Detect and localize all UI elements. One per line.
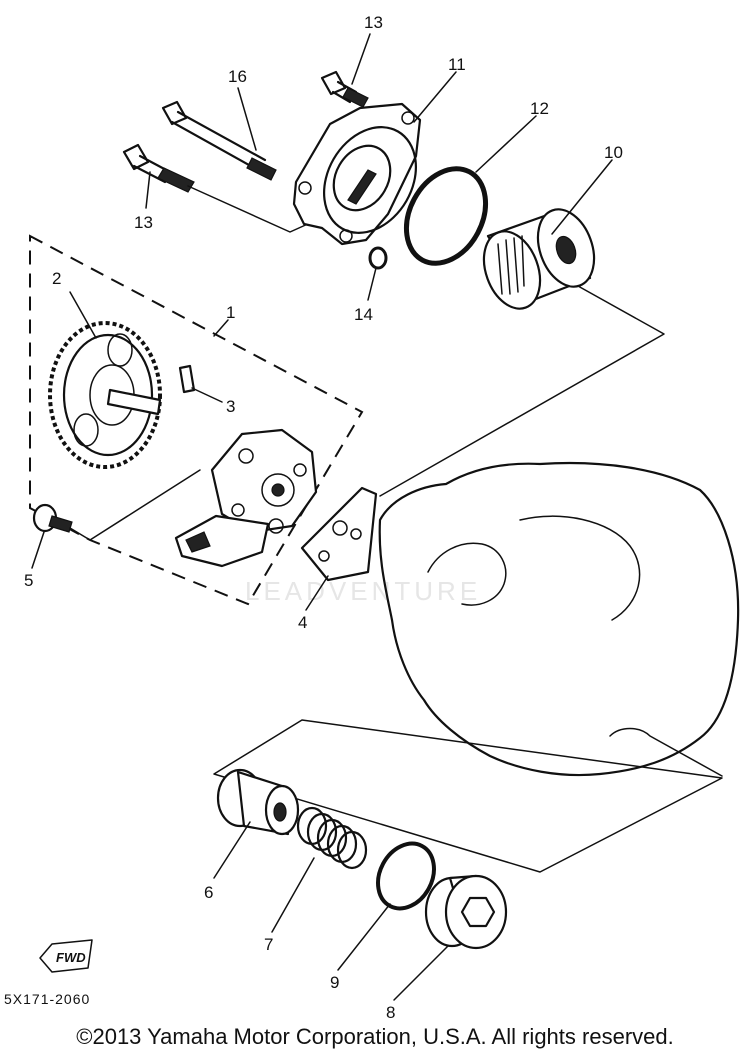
short-bolt-13-bottom xyxy=(122,143,331,233)
diagram-code: 5X171-2060 xyxy=(4,991,90,1007)
o-ring-12 xyxy=(403,166,489,266)
long-bolt-16 xyxy=(161,100,277,181)
copyright-notice: ©2013 Yamaha Motor Corporation, U.S.A. A… xyxy=(76,1024,674,1049)
part-label-4: 4 xyxy=(298,613,307,632)
short-bolt-13-top xyxy=(320,70,369,108)
dowel-pin-3 xyxy=(178,364,196,394)
watermark: LEADVENTURE xyxy=(245,576,481,606)
part-label-16: 16 xyxy=(228,67,247,86)
part-label-11: 11 xyxy=(448,55,466,74)
part-label-3: 3 xyxy=(226,397,235,416)
pump-drive-gear-2 xyxy=(48,321,162,469)
part-label-9: 9 xyxy=(330,973,339,992)
drain-plug-8 xyxy=(424,874,508,950)
part-label-10: 10 xyxy=(604,143,623,162)
part-label-13-top: 13 xyxy=(364,13,383,32)
o-ring-9 xyxy=(376,841,436,911)
relief-valve-outline xyxy=(213,719,723,873)
leader-lines xyxy=(31,33,613,1001)
fwd-badge: FWD xyxy=(39,939,93,973)
o-ring-14 xyxy=(368,246,388,270)
oil-filter-element-10 xyxy=(379,208,665,497)
oil-pump-assembly-outline xyxy=(29,234,364,606)
part-label-14: 14 xyxy=(354,305,373,324)
relief-valve-body-6 xyxy=(216,768,300,836)
relief-valve-spring-7 xyxy=(296,806,368,870)
fwd-badge-text: FWD xyxy=(56,950,86,965)
crankcase-outline xyxy=(378,461,740,777)
part-label-1: 1 xyxy=(226,303,235,322)
screw-5 xyxy=(32,469,201,541)
part-label-7: 7 xyxy=(264,935,273,954)
gasket-4 xyxy=(300,486,378,582)
oil-pump-body-1 xyxy=(174,428,318,568)
part-label-8: 8 xyxy=(386,1003,395,1022)
part-label-6: 6 xyxy=(204,883,213,902)
part-label-2: 2 xyxy=(52,269,61,288)
part-label-12: 12 xyxy=(530,99,549,118)
part-label-5: 5 xyxy=(24,571,33,590)
part-label-13-bottom: 13 xyxy=(134,213,153,232)
filter-cover-11 xyxy=(292,102,422,246)
